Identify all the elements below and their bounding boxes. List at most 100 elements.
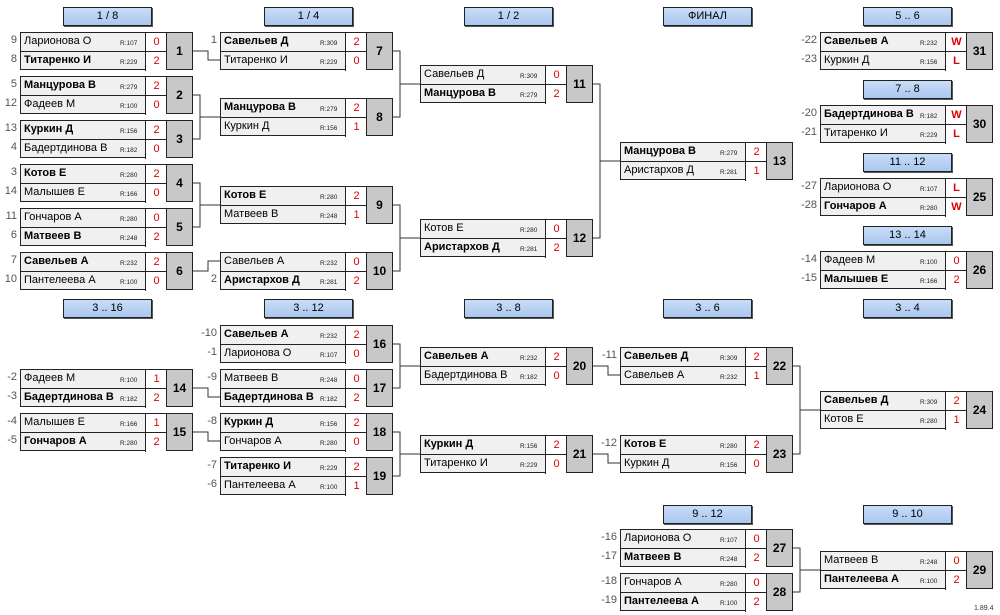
player-rating: R:280 bbox=[920, 418, 938, 425]
round-header: 5 .. 6 bbox=[863, 7, 952, 26]
bracket-line bbox=[593, 453, 620, 464]
player-score: 0 bbox=[145, 184, 167, 203]
seed-number: 11 bbox=[5, 210, 17, 222]
player-score: 2 bbox=[345, 33, 367, 52]
player-score: 2 bbox=[745, 549, 767, 568]
player-rating: R:309 bbox=[920, 399, 938, 406]
player-score: 0 bbox=[745, 455, 767, 474]
player-score: 0 bbox=[345, 433, 367, 452]
seed-number: 4 bbox=[10, 141, 17, 153]
player-name: Бадертдинова В bbox=[424, 369, 508, 381]
seed-number: -1 bbox=[207, 346, 217, 358]
player-rating: R:182 bbox=[120, 147, 138, 154]
seed-number: 9 bbox=[10, 34, 17, 46]
player-rating: R:279 bbox=[520, 92, 538, 99]
player-score: 2 bbox=[145, 433, 167, 452]
player-name: Савельев А bbox=[224, 255, 285, 267]
player-name: Гончаров А bbox=[224, 435, 282, 447]
player-score: 2 bbox=[345, 99, 367, 118]
seed-number: -4 bbox=[7, 415, 17, 427]
player-rating: R:182 bbox=[320, 396, 338, 403]
player-score: 2 bbox=[345, 272, 367, 291]
player-name: Савельев А bbox=[424, 350, 489, 362]
player-name: Титаренко И bbox=[424, 457, 488, 469]
seed-number: -9 bbox=[207, 371, 217, 383]
match-number: 22 bbox=[766, 347, 793, 385]
player-rating: R:232 bbox=[720, 374, 738, 381]
player-score: 1 bbox=[145, 370, 167, 389]
bracket-line bbox=[193, 182, 220, 228]
player-name: Котов Е bbox=[624, 438, 667, 450]
bracket-line bbox=[193, 431, 220, 442]
player-name: Манцурова В bbox=[224, 101, 296, 113]
player-score: 2 bbox=[345, 326, 367, 345]
player-score: 2 bbox=[345, 458, 367, 477]
player-rating: R:280 bbox=[520, 227, 538, 234]
player-score: 2 bbox=[345, 187, 367, 206]
seed-number: -16 bbox=[601, 531, 617, 543]
player-name: Ларионова О bbox=[824, 181, 892, 193]
round-header: 1 / 2 bbox=[464, 7, 553, 26]
match-number: 20 bbox=[566, 347, 593, 385]
bracket-line bbox=[193, 260, 220, 272]
bracket-line bbox=[793, 365, 820, 455]
player-rating: R:166 bbox=[920, 278, 938, 285]
player-score: W bbox=[945, 33, 967, 52]
player-name: Гончаров А bbox=[624, 576, 682, 588]
seed-number: 14 bbox=[4, 185, 17, 197]
player-rating: R:107 bbox=[720, 537, 738, 544]
player-name: Ларионова О bbox=[224, 347, 292, 359]
player-rating: R:309 bbox=[320, 40, 338, 47]
player-score: W bbox=[945, 106, 967, 125]
player-rating: R:100 bbox=[120, 279, 138, 286]
match-number: 31 bbox=[966, 32, 993, 70]
player-score: 2 bbox=[145, 228, 167, 247]
player-rating: R:166 bbox=[120, 191, 138, 198]
player-rating: R:100 bbox=[120, 377, 138, 384]
player-rating: R:156 bbox=[120, 128, 138, 135]
round-header: 3 .. 4 bbox=[863, 299, 952, 318]
player-name: Савельев А bbox=[24, 255, 89, 267]
match-number: 21 bbox=[566, 435, 593, 473]
player-rating: R:280 bbox=[720, 581, 738, 588]
player-score: 1 bbox=[345, 206, 367, 225]
player-rating: R:182 bbox=[520, 374, 538, 381]
seed-number: -2 bbox=[7, 371, 17, 383]
player-score: 1 bbox=[345, 118, 367, 137]
seed-number: -14 bbox=[801, 253, 817, 265]
player-name: Куркин Д bbox=[824, 54, 870, 66]
bracket-line bbox=[593, 83, 620, 239]
seed-number: 1 bbox=[210, 34, 217, 46]
player-score: L bbox=[945, 179, 967, 198]
round-header: ФИНАЛ bbox=[663, 7, 752, 26]
player-name: Матвеев В bbox=[824, 554, 879, 566]
match-number: 1 bbox=[166, 32, 193, 70]
player-score: 0 bbox=[545, 367, 567, 386]
match-number: 12 bbox=[566, 219, 593, 257]
player-name: Пантелеева А bbox=[24, 274, 96, 286]
